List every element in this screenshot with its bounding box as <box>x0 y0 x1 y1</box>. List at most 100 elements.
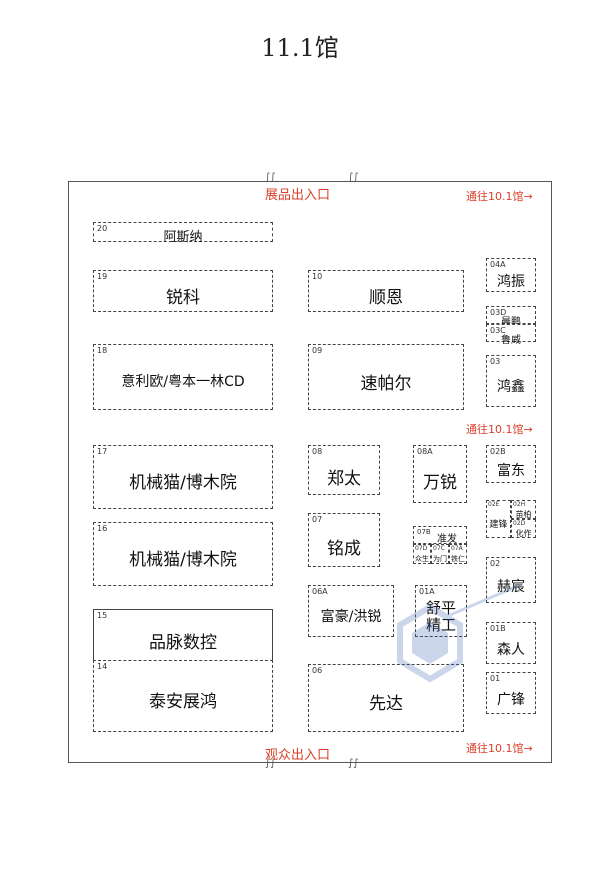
booth-name: 富豪/洪锐 <box>320 609 382 625</box>
booth-number: 15 <box>97 611 108 620</box>
booth-14[interactable]: 14 泰安展鸿 <box>93 660 273 732</box>
booth-number: 08A <box>417 447 433 456</box>
booth-number: 07A <box>451 545 463 552</box>
booth-name: 舒平精工 <box>425 599 456 634</box>
door-bottom: 观众出入口 <box>265 748 331 763</box>
booth-02[interactable]: 02 赫宸 <box>486 557 536 603</box>
booth-name: 机械猫/博木院 <box>129 550 237 570</box>
booth-name: 赫宸 <box>497 579 525 595</box>
booth-name: 鸿振 <box>497 274 525 290</box>
booth-number: 17 <box>97 447 108 456</box>
booth-number: 01A <box>419 587 435 596</box>
booth-name: 苗柏 <box>515 510 532 519</box>
booth-name: 众生 <box>415 555 429 563</box>
booth-number: 01 <box>490 674 501 683</box>
booth-name: 化作 <box>515 529 532 538</box>
booth-03[interactable]: 03 鸿鑫 <box>486 355 536 407</box>
logo-watermark-icon <box>397 583 521 683</box>
booth-number: 02B <box>490 447 506 456</box>
booth-07B[interactable]: 07B 准发 <box>413 526 467 545</box>
booth-number: 04A <box>490 260 506 269</box>
booth-name: 锐科 <box>166 288 200 308</box>
booth-01A[interactable]: 01A 舒平精工 <box>415 585 467 637</box>
booth-20[interactable]: 20 阿斯纳 <box>93 222 273 245</box>
booth-number: 19 <box>97 272 108 281</box>
booth-07C[interactable]: 07C 为门 <box>431 544 449 564</box>
booth-name: 万锐 <box>423 473 457 493</box>
booth-number: 18 <box>97 346 108 355</box>
booth-18[interactable]: 18 意利欧/粤本一林CD <box>93 344 273 410</box>
booth-02E[interactable]: 02E 建锋 <box>486 500 511 538</box>
booth-07[interactable]: 07 铭成 <box>308 513 380 567</box>
booth-04A[interactable]: 04A 鸿振 <box>486 258 536 292</box>
booth-name: 森人 <box>497 642 525 658</box>
booth-number: 09 <box>312 346 323 355</box>
booth-name: 阿斯纳 <box>163 230 203 245</box>
booth-08[interactable]: 08 郑太 <box>308 445 380 495</box>
booth-name: 品脉数控 <box>149 633 217 653</box>
booth-number: 06A <box>312 587 328 596</box>
booth-01B[interactable]: 01B 森人 <box>486 622 536 664</box>
booth-number: 07 <box>312 515 323 524</box>
bottom-door-mark-icon: ∫∫ <box>265 758 276 769</box>
booth-19[interactable]: 19 锐科 <box>93 270 273 312</box>
booth-name: 铭成 <box>327 539 361 559</box>
booth-01[interactable]: 01 广锋 <box>486 672 536 714</box>
booth-number: 08 <box>312 447 323 456</box>
top-door-mark-icon: ∫∫ <box>265 172 276 183</box>
door-right-bottom: 通往10.1馆→ <box>466 742 533 755</box>
booth-name: 广锋 <box>497 692 525 708</box>
door-top: 展品出入口 <box>265 188 331 203</box>
booth-06[interactable]: 06 先达 <box>308 664 464 732</box>
booth-10[interactable]: 10 顺恩 <box>308 270 464 312</box>
booth-name: 鲁威 <box>501 335 521 346</box>
booth-number: 07D <box>415 545 428 552</box>
booth-name: 准发 <box>437 534 457 545</box>
booth-16[interactable]: 16 机械猫/博木院 <box>93 522 273 586</box>
door-right-middle: 通往10.1馆→ <box>466 423 533 436</box>
booth-number: 07C <box>433 545 445 552</box>
booth-17[interactable]: 17 机械猫/博木院 <box>93 445 273 509</box>
booth-number: 02 <box>490 559 501 568</box>
hall-title: 11.1馆 <box>261 34 339 62</box>
booth-number: 02E <box>488 501 500 508</box>
hall-floor-plan <box>68 181 552 763</box>
booth-name: 鸿鑫 <box>497 379 525 395</box>
booth-name: 意利欧/粤本一林CD <box>121 374 245 390</box>
booth-name: 铁仁 <box>451 555 465 563</box>
bottom-door-mark-icon: ∫∫ <box>348 758 359 769</box>
booth-07A[interactable]: 07A 铁仁 <box>449 544 467 564</box>
booth-name: 富东 <box>497 463 525 479</box>
booth-name: 机械猫/博木院 <box>129 473 237 493</box>
booth-number: 20 <box>97 224 108 233</box>
booth-15[interactable]: 15 品脉数控 <box>93 609 273 661</box>
booth-name: 顺恩 <box>369 288 403 308</box>
booth-name: 速帕尔 <box>360 374 412 394</box>
booth-06A[interactable]: 06A 富豪/洪锐 <box>308 585 394 637</box>
booth-number: 03D <box>490 308 507 317</box>
booth-name: 先达 <box>369 694 403 714</box>
booth-number: 01B <box>490 624 506 633</box>
booth-07D[interactable]: 07D 众生 <box>413 544 431 564</box>
booth-name: 建锋 <box>489 520 508 530</box>
booth-08A[interactable]: 08A 万锐 <box>413 445 467 503</box>
booth-name: 为门 <box>433 555 447 563</box>
booth-name: 郑太 <box>327 469 361 489</box>
door-right-top: 通往10.1馆→ <box>466 190 533 203</box>
booth-09[interactable]: 09 速帕尔 <box>308 344 464 410</box>
booth-02B[interactable]: 02B 富东 <box>486 445 536 483</box>
booth-name: 泰安展鸿 <box>149 692 217 712</box>
booth-number: 03C <box>490 326 506 335</box>
booth-number: 16 <box>97 524 108 533</box>
booth-02D[interactable]: 02D 化作 <box>511 519 536 538</box>
booth-number: 02D <box>513 520 526 527</box>
booth-03C[interactable]: 03C 鲁威 <box>486 324 536 346</box>
top-door-mark-icon: ∫∫ <box>348 172 359 183</box>
booth-number: 02H <box>513 501 526 508</box>
booth-03D[interactable]: 03D 晨鹏 <box>486 306 536 328</box>
booth-name: 晨鹏 <box>501 317 521 328</box>
booth-number: 07B <box>417 528 431 536</box>
booth-02H[interactable]: 02H 苗柏 <box>511 500 536 519</box>
booth-number: 03 <box>490 357 501 366</box>
booth-number: 14 <box>97 662 108 671</box>
